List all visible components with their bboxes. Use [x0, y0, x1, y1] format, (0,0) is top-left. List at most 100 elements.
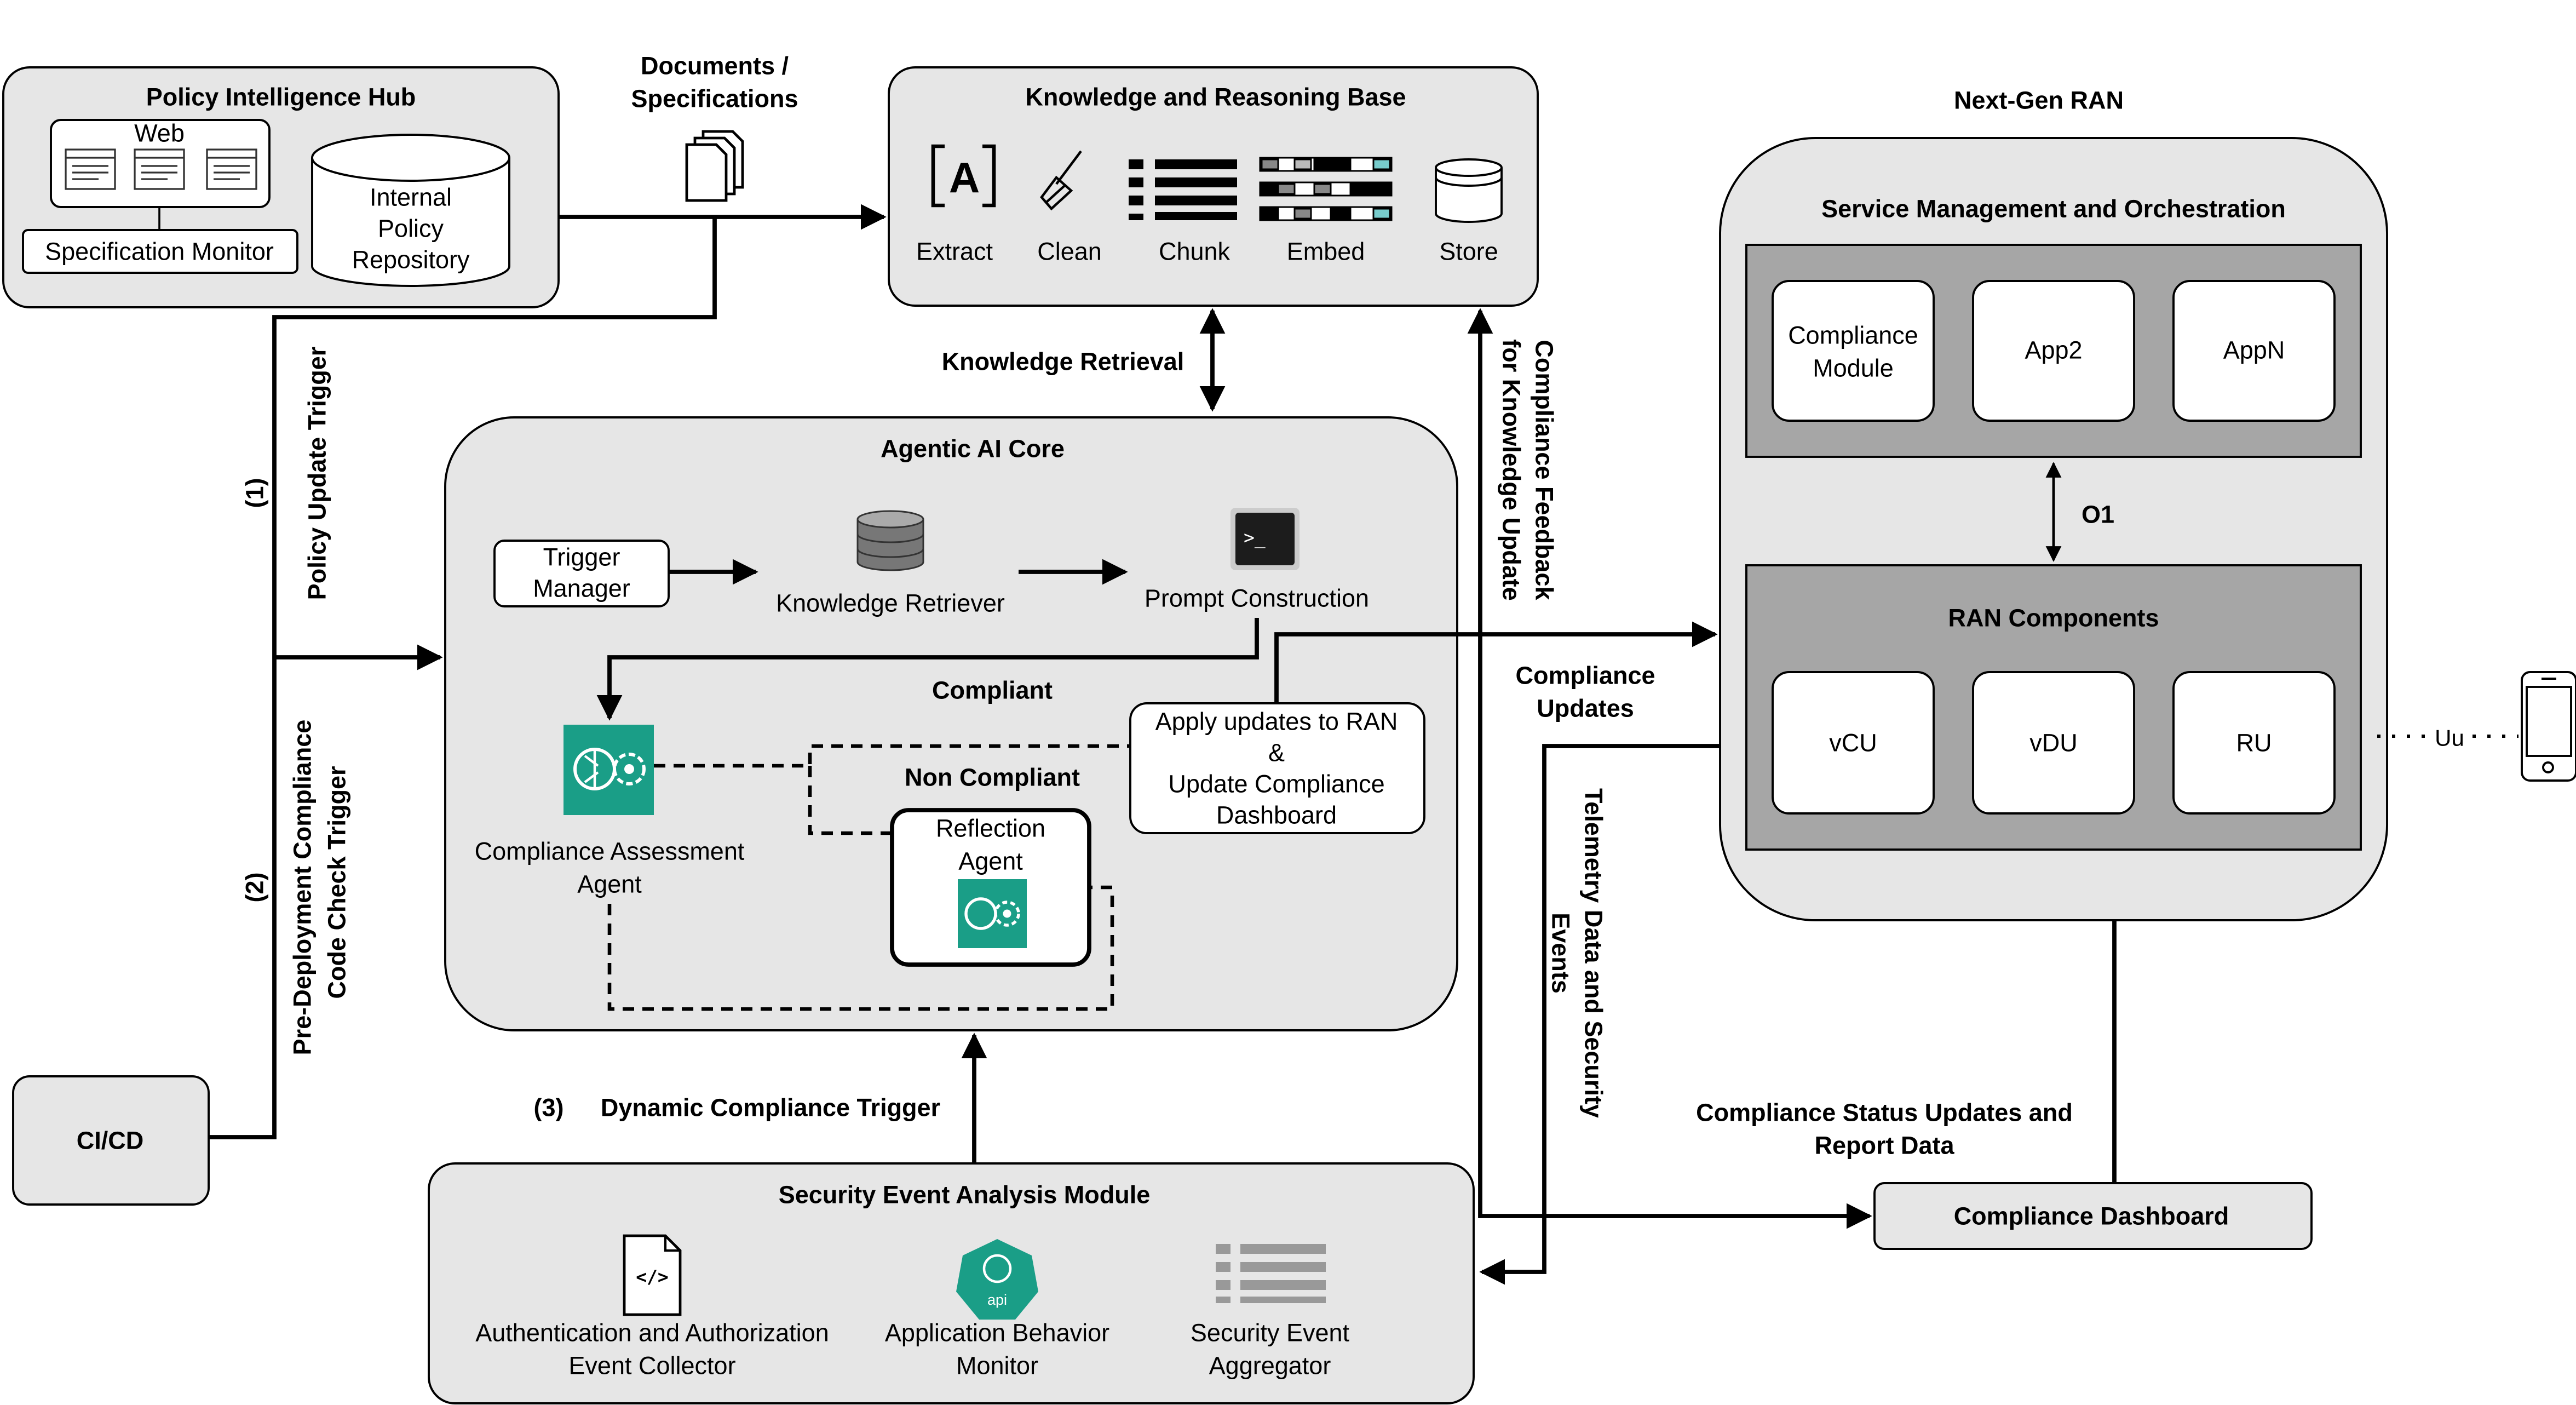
clean-broom-icon — [1040, 150, 1082, 211]
assessment-agent-line2: Agent — [577, 870, 642, 898]
embed-vector-icon — [1259, 157, 1393, 221]
knowledge-retriever-label: Knowledge Retriever — [776, 589, 1005, 617]
repository-label-line3: Repository — [352, 246, 470, 274]
trigger-1-label: Policy Update Trigger — [303, 347, 331, 600]
non-compliant-dashed-path — [808, 766, 895, 835]
knowledge-retrieval-label: Knowledge Retrieval — [942, 348, 1185, 376]
terminal-icon: >_ — [1231, 508, 1300, 570]
compliance-dashboard-box — [1873, 1182, 2313, 1250]
vdu-label: vDU — [2029, 729, 2077, 757]
appn-box — [2172, 280, 2336, 422]
prompt-construction-label: Prompt Construction — [1145, 584, 1369, 612]
predeployment-trigger-label: (2) Pre-Deployment Compliance Code Check… — [241, 720, 351, 1056]
feedback-label-line2: for Knowledge Update — [1498, 339, 1526, 601]
vcu-box — [1772, 671, 1935, 815]
api-gear-icon: api — [956, 1239, 1038, 1320]
api-badge-text: api — [987, 1292, 1007, 1308]
trigger-manager-line1: Trigger — [543, 543, 620, 571]
collector-line2: Event Collector — [568, 1352, 735, 1380]
telemetry-line2: Events — [1547, 913, 1575, 994]
uu-label: Uu — [2435, 725, 2464, 751]
app2-label: App2 — [2025, 336, 2082, 364]
cicd-label: CI/CD — [77, 1127, 144, 1155]
assessment-agent-line1: Compliance Assessment — [475, 838, 745, 865]
next-gen-ran: Next-Gen RAN Service Management and Orch… — [1719, 87, 2388, 921]
repository-label-line2: Policy — [378, 215, 444, 243]
policy-update-trigger-label: (1) Policy Update Trigger — [241, 347, 331, 600]
step-embed: Embed — [1287, 238, 1365, 266]
reflection-agent-line2: Agent — [958, 847, 1023, 875]
code-file-icon: </> — [623, 1234, 682, 1316]
step-extract: Extract — [916, 238, 993, 266]
step-chunk: Chunk — [1159, 238, 1231, 266]
security-module-title: Security Event Analysis Module — [779, 1181, 1151, 1209]
ran-components-title: RAN Components — [1948, 604, 2159, 632]
smo-title: Service Management and Orchestration — [1821, 195, 2286, 223]
compliant-dashed-path — [654, 744, 1130, 768]
trigger-1-number: (1) — [241, 478, 269, 508]
agentic-core-title: Agentic AI Core — [881, 435, 1065, 463]
cicd-box — [12, 1075, 210, 1206]
reflection-agent-icon — [958, 879, 1027, 948]
apply-updates-line1: Apply updates to RAN — [1155, 708, 1398, 736]
vdu-box — [1972, 671, 2135, 815]
compliance-updates-line1: Compliance — [1515, 662, 1655, 690]
trigger-2-number: (2) — [241, 873, 269, 903]
o1-label: O1 — [2082, 501, 2114, 529]
compliance-module-line1: Compliance — [1788, 322, 1918, 349]
aggregator-line2: Aggregator — [1209, 1352, 1331, 1380]
mobile-phone-icon — [2521, 671, 2576, 782]
compliant-label: Compliant — [932, 676, 1053, 704]
knowledge-reasoning-base: Knowledge and Reasoning Base A — [888, 66, 1539, 307]
telemetry-line1: Telemetry Data and Security — [1580, 788, 1608, 1118]
status-updates-line1: Compliance Status Updates and — [1696, 1099, 2073, 1127]
reflection-loop-dashed-path — [607, 885, 1114, 1011]
trigger-2-line1: Pre-Deployment Compliance — [289, 720, 317, 1056]
aggregator-list-icon — [1216, 1244, 1326, 1303]
behavior-line2: Monitor — [956, 1352, 1038, 1380]
ru-label: RU — [2236, 729, 2272, 757]
telemetry-arrow — [1479, 744, 1720, 1285]
policy-to-knowledge-arrow — [209, 204, 887, 1139]
ran-title: Next-Gen RAN — [1954, 87, 2124, 114]
compliance-module-line2: Module — [1813, 354, 1894, 382]
aggregator-line1: Security Event — [1191, 1319, 1350, 1347]
reflection-agent-line1: Reflection — [936, 815, 1045, 842]
trigger-manager-line2: Manager — [533, 575, 630, 603]
compliance-module-box — [1772, 280, 1935, 422]
status-updates-line2: Report Data — [1814, 1132, 1954, 1160]
repository-label-line1: Internal — [370, 183, 452, 211]
knowledge-retriever-db-icon — [856, 510, 924, 571]
compliance-assessment-agent-icon — [564, 725, 654, 815]
specification-monitor-label: Specification Monitor — [45, 238, 274, 266]
specification-monitor — [22, 229, 298, 274]
compliance-updates-line2: Updates — [1537, 695, 1634, 722]
trigger-2-line2: Code Check Trigger — [323, 766, 351, 999]
non-compliant-label: Non Compliant — [905, 764, 1080, 792]
compliance-dashboard-label: Compliance Dashboard — [1954, 1202, 2229, 1230]
policy-hub-title: Policy Intelligence Hub — [146, 83, 416, 111]
feedback-label-line1: Compliance Feedback — [1531, 340, 1559, 600]
documents-icon — [685, 130, 744, 202]
step-clean: Clean — [1037, 238, 1102, 266]
feedback-to-knowledge-arrow — [1467, 308, 1872, 1229]
extract-icon-letter: A — [949, 153, 980, 202]
store-database-icon — [1435, 158, 1503, 223]
trigger-3-number: (3) — [534, 1094, 564, 1122]
agentic-ai-core: Agentic AI Core Trigger Manager Knowledg… — [444, 416, 1458, 1031]
vcu-label: vCU — [1829, 729, 1877, 757]
terminal-glyph: >_ — [1244, 527, 1266, 549]
chunk-list-icon — [1129, 159, 1237, 220]
ru-box — [2172, 671, 2336, 815]
knowledge-base-title: Knowledge and Reasoning Base — [1025, 83, 1406, 111]
code-glyph: </> — [636, 1266, 669, 1288]
policy-repository-cylinder: Internal Policy Repository — [311, 134, 510, 287]
security-event-analysis-module: Security Event Analysis Module </> Authe… — [428, 1162, 1475, 1404]
extract-icon: A — [931, 144, 996, 208]
trigger-3-label: Dynamic Compliance Trigger — [601, 1094, 940, 1122]
step-store: Store — [1439, 238, 1498, 266]
collector-line1: Authentication and Authorization — [475, 1319, 829, 1347]
web-label: Web — [134, 119, 185, 147]
documents-label-line2: Specifications — [631, 85, 798, 113]
